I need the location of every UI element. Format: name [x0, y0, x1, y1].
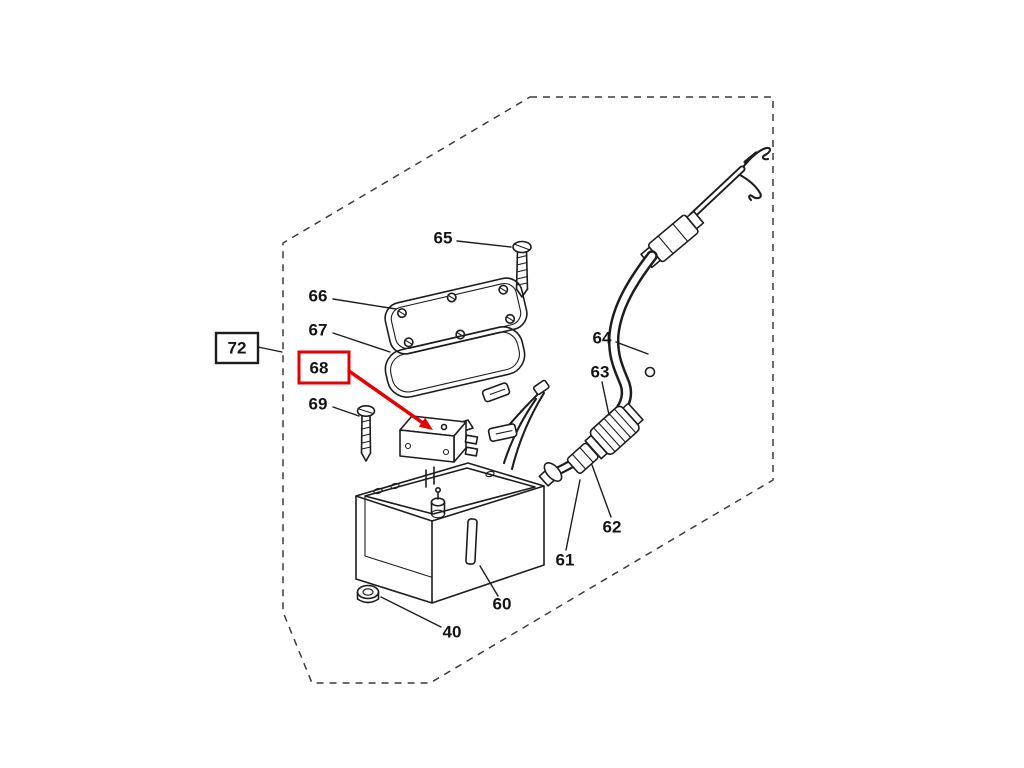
highlight-arrow-shaft — [347, 369, 424, 425]
spade-terminal — [481, 382, 511, 403]
part-label-61: 61 — [556, 551, 575, 570]
rim-hole — [485, 470, 495, 478]
fitting-62 — [566, 442, 599, 475]
gasket-67 — [384, 326, 526, 398]
leader-63 — [601, 381, 610, 416]
leader-64 — [615, 341, 649, 355]
leader-65 — [456, 240, 512, 248]
part-label-60: 60 — [493, 595, 512, 614]
leader-67 — [332, 332, 391, 353]
part-label-64: 64 — [593, 329, 612, 348]
leader-lines — [257, 240, 649, 628]
leader-62 — [591, 464, 612, 518]
spade-terminal — [487, 423, 518, 442]
part-label-72: 72 — [228, 339, 247, 358]
micro-switch-68 — [399, 415, 479, 463]
part-label-67: 67 — [309, 321, 328, 340]
part-labels: 65 66 67 68 69 64 63 62 61 60 40 — [309, 229, 622, 642]
housing-box-60 — [355, 462, 545, 604]
leader-60 — [479, 565, 499, 597]
frayed-wires — [738, 146, 772, 202]
hose-clamp-ring — [644, 366, 656, 378]
rim-hole — [373, 487, 383, 495]
part-label-68: 68 — [310, 359, 329, 378]
rim-hole — [390, 482, 400, 490]
screw-65 — [512, 240, 532, 298]
leader-61 — [565, 479, 581, 551]
part-label-63: 63 — [591, 363, 610, 382]
part-label-69: 69 — [309, 395, 328, 414]
part-label-65: 65 — [434, 229, 453, 248]
internal-boss — [430, 486, 446, 519]
highlight-arrow-head — [418, 417, 433, 430]
coupler-nut-63 — [584, 402, 644, 460]
box-slot — [465, 518, 478, 565]
plate-screws — [396, 284, 516, 348]
part-label-40: 40 — [443, 623, 462, 642]
highlight-box — [297, 350, 351, 385]
leader-72 — [257, 346, 283, 353]
screw-69 — [356, 404, 376, 462]
reference-box-72: 72 — [214, 331, 260, 365]
hose-assembly-64 — [607, 146, 772, 422]
part-label-62: 62 — [603, 518, 622, 537]
leader-69 — [332, 406, 360, 417]
cover-plate-66 — [384, 277, 528, 355]
dashed-boundary — [282, 96, 774, 684]
highlight-68 — [297, 350, 433, 430]
mounting-pegs — [425, 466, 435, 488]
nut-40 — [356, 584, 380, 604]
part-label-66: 66 — [309, 287, 328, 306]
leader-40 — [380, 596, 442, 628]
leader-66 — [332, 298, 397, 310]
